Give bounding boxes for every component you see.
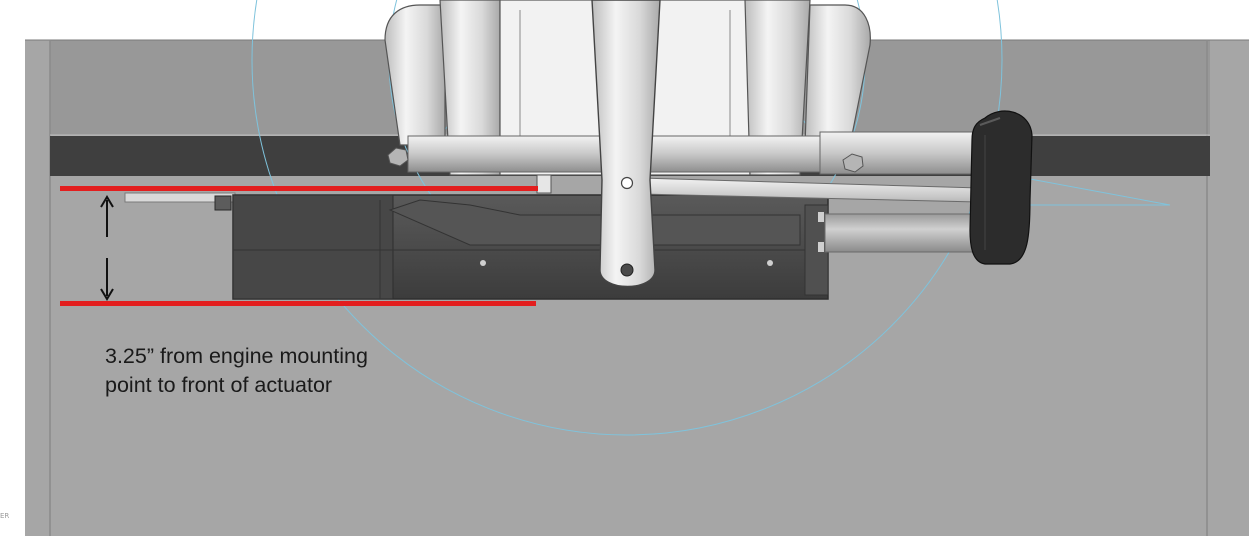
annotation-line-1: 3.25” from engine mounting [105,344,368,368]
corner-mark: ER [0,512,10,520]
annotation-line-2: point to front of actuator [105,373,333,397]
actuator-knob [969,110,1033,265]
lever-arm [591,0,661,288]
bolts [214,147,864,211]
dimension-annotation: 3.25” from engine mounting point to fron… [105,342,525,400]
measure-line-top [60,186,538,191]
measure-line-bottom [60,301,536,306]
dimension-arrow-icon [100,195,114,301]
actuator-body [232,194,829,300]
actuator-tube [824,213,981,253]
